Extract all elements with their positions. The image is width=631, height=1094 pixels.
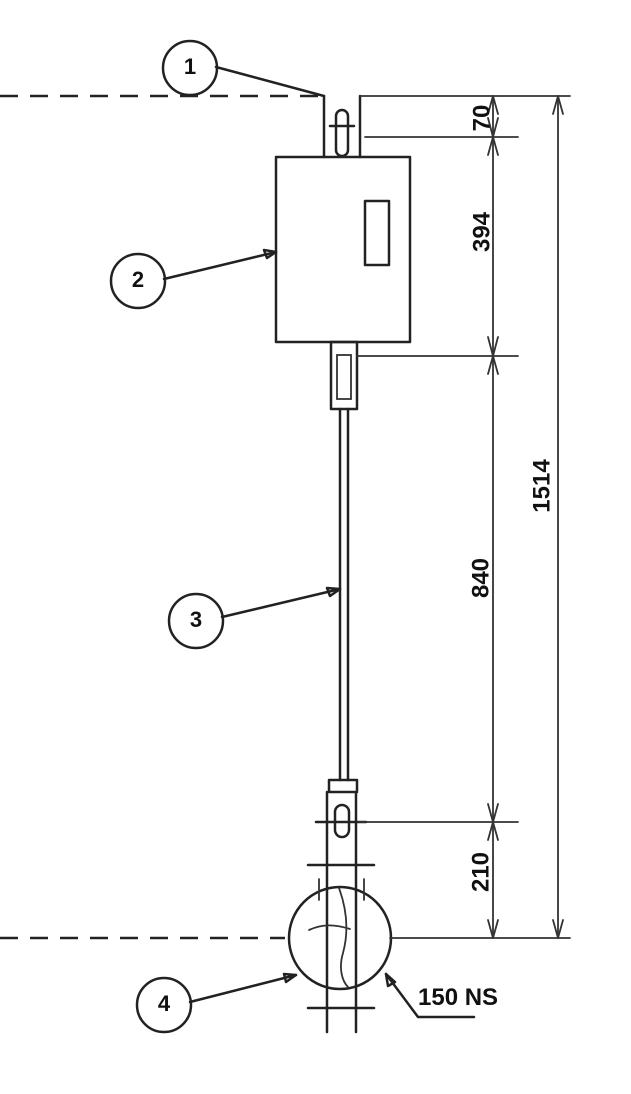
dimension-1514: 1514 xyxy=(528,459,555,513)
dimension-arrows xyxy=(487,95,564,939)
callout-arrow-2 xyxy=(262,248,278,260)
callout-label-1: 1 xyxy=(184,54,196,79)
rod xyxy=(338,407,350,782)
pipe-axis-curve xyxy=(338,887,349,988)
dimension-840: 840 xyxy=(467,558,494,598)
clamp-cross-lines xyxy=(306,820,376,1010)
callout-leader-3 xyxy=(220,587,342,619)
dimension-extension-lines xyxy=(356,95,571,939)
pipe-size-leader xyxy=(384,972,476,1019)
spring-window xyxy=(363,199,391,267)
callout-circle-4 xyxy=(135,976,193,1034)
callout-leader-2 xyxy=(162,250,278,281)
dimension-70: 70 xyxy=(468,105,495,132)
rod-end-nut xyxy=(327,778,359,794)
callout-circle-2 xyxy=(109,252,167,310)
callout-arrow-3 xyxy=(325,586,342,598)
clamp-pin xyxy=(333,803,351,839)
pipe-size-arrow xyxy=(384,972,397,988)
callout-arrow-4 xyxy=(282,972,298,984)
callout-leader-1 xyxy=(214,65,326,98)
lower-attachment-link xyxy=(329,340,359,411)
pipe-clamp-bolts xyxy=(318,878,365,901)
callout-label-3: 3 xyxy=(190,607,202,632)
callout-label-2: 2 xyxy=(132,267,144,292)
dimension-vertical-lines xyxy=(492,95,559,939)
callout-leader-4 xyxy=(188,973,298,1004)
dimension-210: 210 xyxy=(467,852,494,892)
clamp-side-plates xyxy=(325,790,358,1034)
pipe-cut-mark xyxy=(308,924,351,931)
lower-attachment-slot xyxy=(336,354,352,400)
top-attachment-plates xyxy=(322,94,362,159)
dimension-394: 394 xyxy=(468,211,495,252)
callout-circle-3 xyxy=(167,592,225,650)
pipe-size-label: 150 NS xyxy=(418,984,498,1011)
top-attachment-pin xyxy=(334,108,350,158)
pipe-circle xyxy=(287,885,393,991)
callout-label-4: 4 xyxy=(158,991,171,1016)
